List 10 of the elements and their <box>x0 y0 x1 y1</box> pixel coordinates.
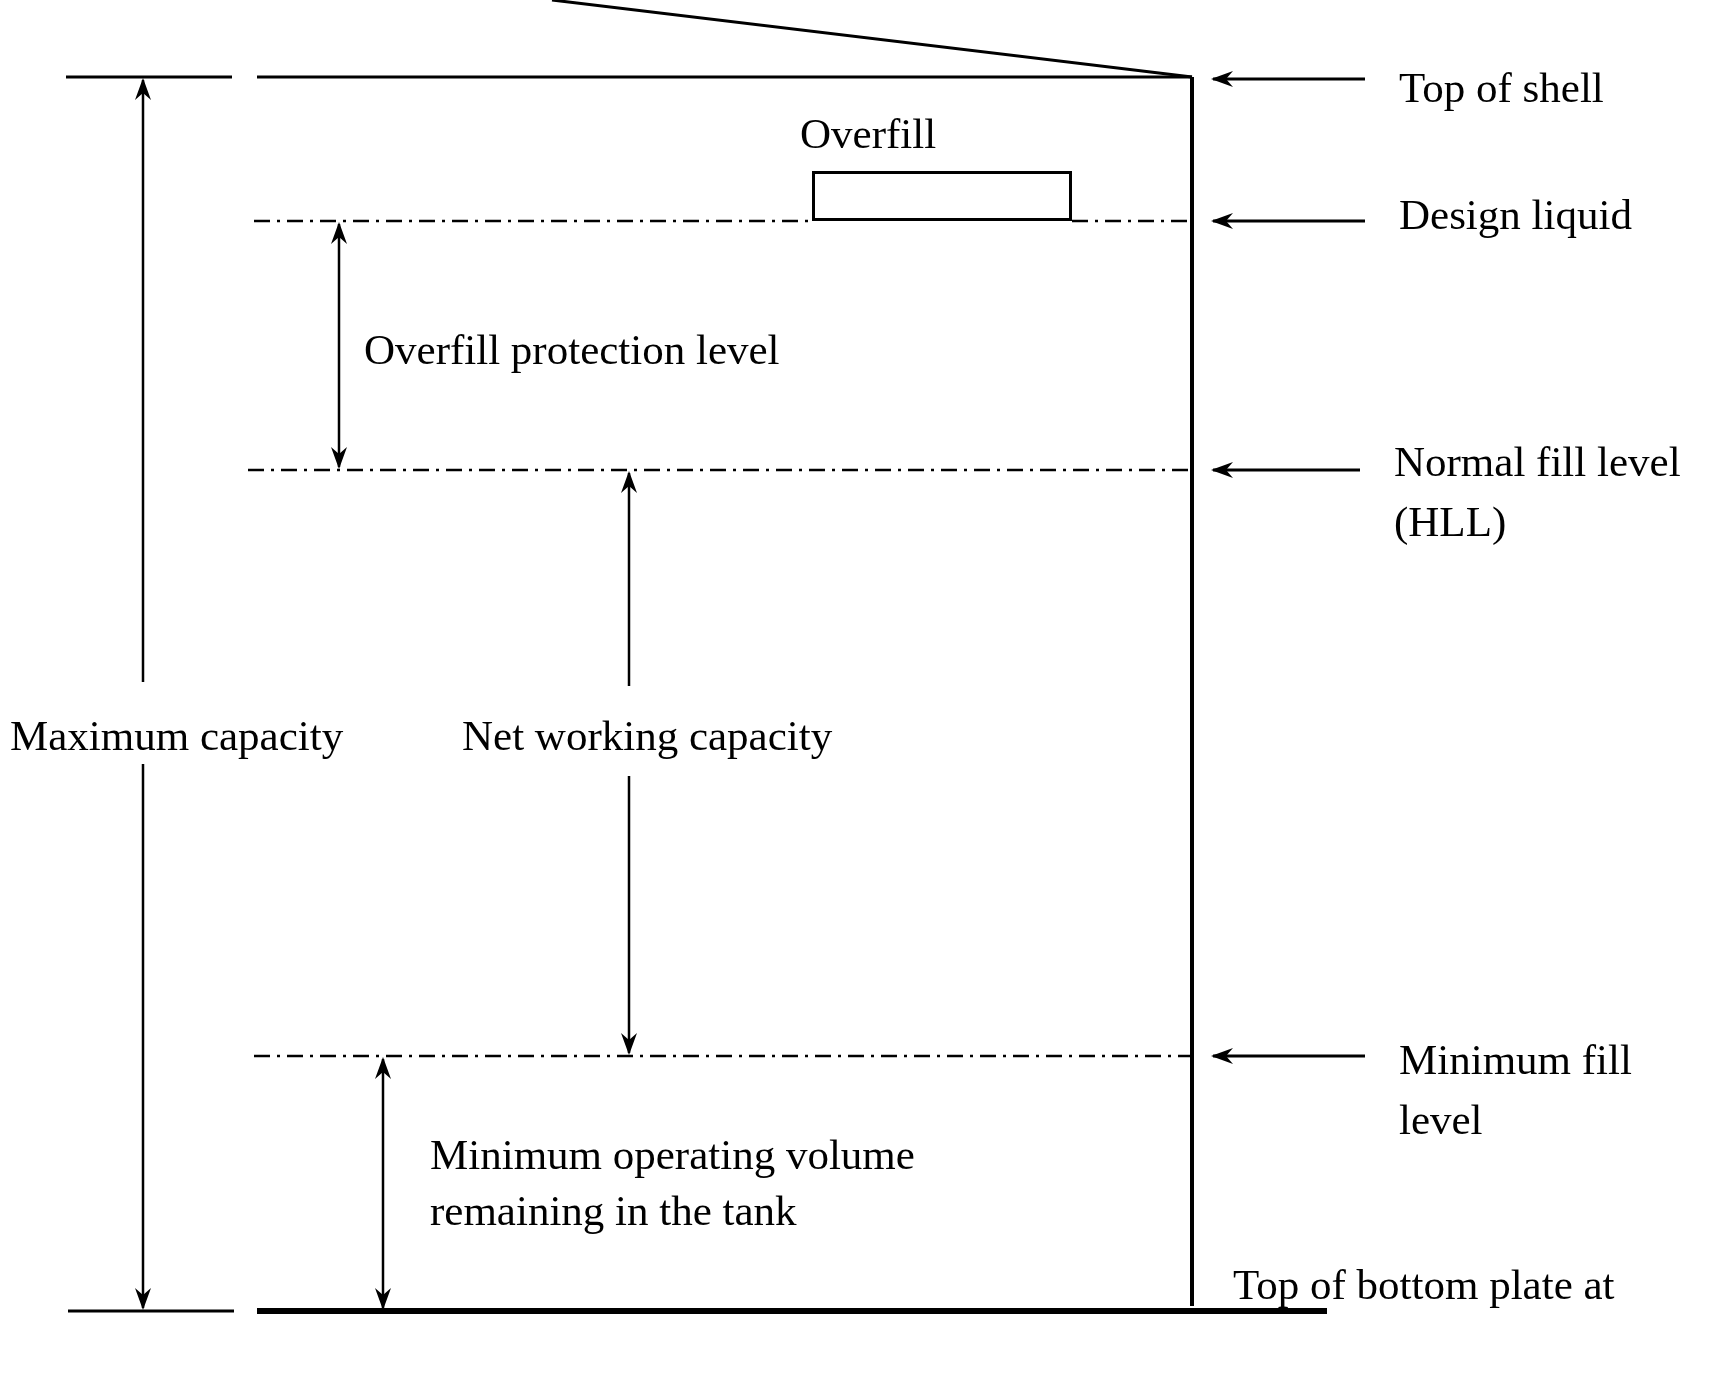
arrow <box>1211 71 1365 87</box>
arrow <box>1211 1048 1365 1064</box>
dimension-label: Top of bottom plate at <box>1233 1260 1615 1310</box>
level-label: Minimum fill level <box>1365 1030 1685 1151</box>
level-label: Normal fill level (HLL) <box>1360 432 1730 553</box>
box-heading: Overfill <box>800 109 937 159</box>
arrow <box>1211 213 1365 229</box>
level-label: Design liquid <box>1365 185 1730 246</box>
arrow <box>1211 462 1360 478</box>
level-label: Top of shell <box>1365 58 1730 119</box>
